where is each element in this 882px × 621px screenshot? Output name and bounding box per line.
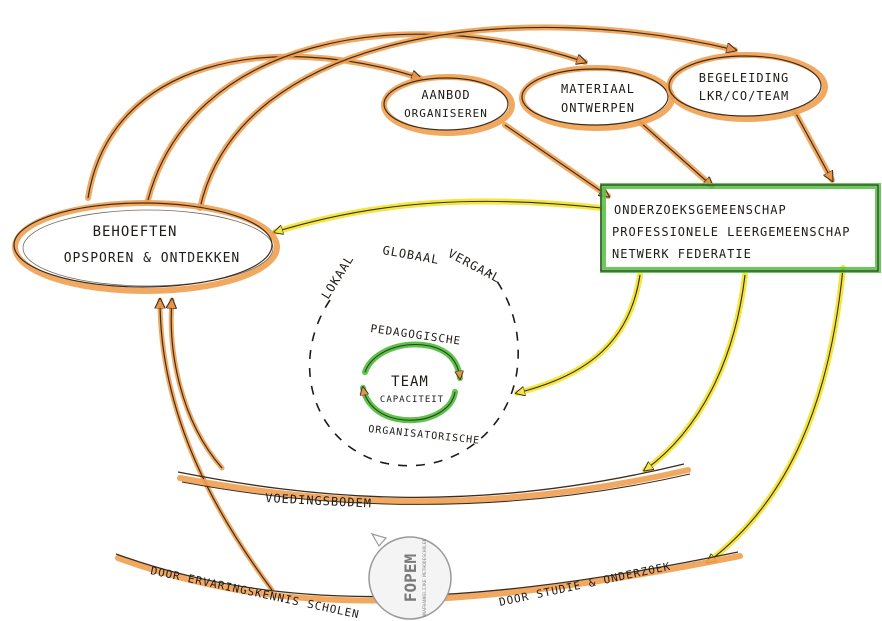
arrow-behoeften-to-begeleiding xyxy=(197,24,735,211)
logo-sub: ONAFHANKELIJKE METHODESCHOLEN xyxy=(422,538,428,617)
dashed-scope-circle xyxy=(308,271,519,467)
label-organisatorische: ORGANISATORISCHE xyxy=(368,424,481,447)
voedingsbodem-label: VOEDINGSBODEM xyxy=(265,491,373,511)
materiaal-line1: MATERIAAL xyxy=(561,82,635,96)
arrow-materiaal-to-gemeenschap xyxy=(637,119,715,189)
gemeenschap-line2: PROFESSIONELE LEERGEMEENSCHAP xyxy=(612,225,851,239)
label-lokaal: LOKAAL xyxy=(319,252,357,301)
studie-text: DOOR STUDIE & ONDERZOEK xyxy=(498,560,672,609)
arrow-begeleiding-to-gemeenschap xyxy=(792,109,835,183)
begeleiding-line2: LKR/CO/TEAM xyxy=(699,89,789,103)
aanbod-line1: AANBOD xyxy=(421,88,470,102)
ervaring-text: DOOR ERVARINGSKENNIS SCHOLEN xyxy=(149,564,360,621)
node-gemeenschap: ONDERZOEKSGEMEENSCHAP PROFESSIONELE LEER… xyxy=(600,183,881,273)
voedingsbodem-band: VOEDINGSBODEM xyxy=(177,463,691,511)
green-cycle-top xyxy=(362,341,463,381)
arrow-gemeenschap-to-team xyxy=(514,272,643,393)
arrow-aanbod-to-gemeenschap xyxy=(502,122,611,199)
node-begeleiding: BEGELEIDING LKR/CO/TEAM xyxy=(666,52,828,122)
node-materiaal: MATERIAAL ONTWERPEN xyxy=(519,65,675,131)
node-aanbod: AANBOD ORGANISEREN xyxy=(381,74,515,136)
team-subtitle: CAPACITEIT xyxy=(380,395,444,405)
arrow-gemeenschap-to-studie xyxy=(705,265,846,565)
team-title: TEAM xyxy=(391,374,429,390)
arrow-behoeften-to-aanbod xyxy=(85,53,420,201)
arrow-voedingsbodem-to-behoeften xyxy=(171,300,225,471)
begeleiding-line1: BEGELEIDING xyxy=(699,71,789,85)
arrow-gemeenschap-to-behoeften xyxy=(272,198,605,232)
materiaal-line2: ONTWERPEN xyxy=(561,101,635,115)
node-behoeften: BEHOEFTEN OPSPOREN & ONTDEKKEN xyxy=(12,200,280,294)
team-capacity-group: LOKAAL GLOBAAL VERGAAL PEDAGOGISCHE TEAM… xyxy=(308,243,519,467)
fopem-logo: FOPEM ONAFHANKELIJKE METHODESCHOLEN xyxy=(368,533,452,620)
label-globaal: GLOBAAL xyxy=(381,243,440,267)
logo-name: FOPEM xyxy=(401,554,420,602)
arrow-ervaring-to-behoeften xyxy=(160,297,275,593)
arrow-gemeenschap-to-voedingsbodem xyxy=(642,272,748,473)
gemeenschap-line1: ONDERZOEKSGEMEENSCHAP xyxy=(614,203,787,217)
aanbod-line2: ORGANISEREN xyxy=(404,107,488,120)
gemeenschap-line3: NETWERK FEDERATIE xyxy=(612,247,752,261)
behoeften-line1: BEHOEFTEN xyxy=(93,224,178,240)
behoeften-line2: OPSPOREN & ONTDEKKEN xyxy=(64,251,241,266)
label-vergaal: VERGAAL xyxy=(446,246,503,285)
arrow-behoeften-to-materiaal xyxy=(145,31,585,203)
